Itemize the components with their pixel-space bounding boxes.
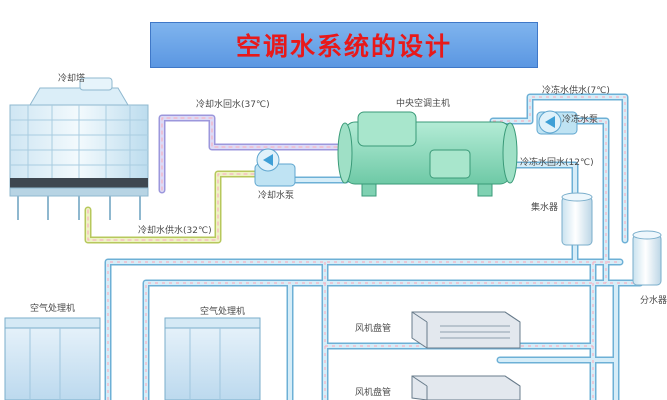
label-ahu-2: 空气处理机 <box>200 305 245 317</box>
label-cooling-return: 冷却水回水(37℃) <box>196 98 270 110</box>
page-title: 空调水系统的设计 <box>235 32 452 61</box>
fan-coil-unit-1 <box>411 311 521 349</box>
label-cooling-tower: 冷却塔 <box>58 72 85 84</box>
label-chilled-pump: 冷冻水泵 <box>562 113 598 125</box>
cooling-water-return-pipe <box>158 114 350 194</box>
label-fcu-1: 风机盘管 <box>355 322 391 334</box>
cooling-water-pump <box>254 148 296 187</box>
label-ahu-1: 空气处理机 <box>30 302 75 314</box>
label-chilled-return: 冷冻水回水(12℃) <box>520 156 594 168</box>
water-collector-tank <box>561 192 593 246</box>
air-handling-unit-1 <box>4 317 101 400</box>
cooling-tower <box>9 77 149 220</box>
air-handling-unit-2 <box>164 317 261 400</box>
fan-coil-unit-2 <box>411 375 521 400</box>
label-chilled-supply: 冷冻水供水(7℃) <box>542 84 610 96</box>
label-fcu-2: 风机盘管 <box>355 386 391 398</box>
water-distributor-tank <box>632 230 662 286</box>
label-distributor: 分水器 <box>640 294 667 306</box>
chilled-water-pump <box>536 110 578 135</box>
label-chiller: 中央空调主机 <box>396 97 450 109</box>
label-cooling-supply: 冷却水供水(32℃) <box>138 224 212 236</box>
cooling-water-supply-pipe <box>84 170 350 244</box>
label-cooling-pump: 冷却水泵 <box>258 189 294 201</box>
central-chiller-unit <box>337 111 518 197</box>
label-collector: 集水器 <box>531 201 558 213</box>
title-banner: 空调水系统的设计 <box>150 22 538 68</box>
